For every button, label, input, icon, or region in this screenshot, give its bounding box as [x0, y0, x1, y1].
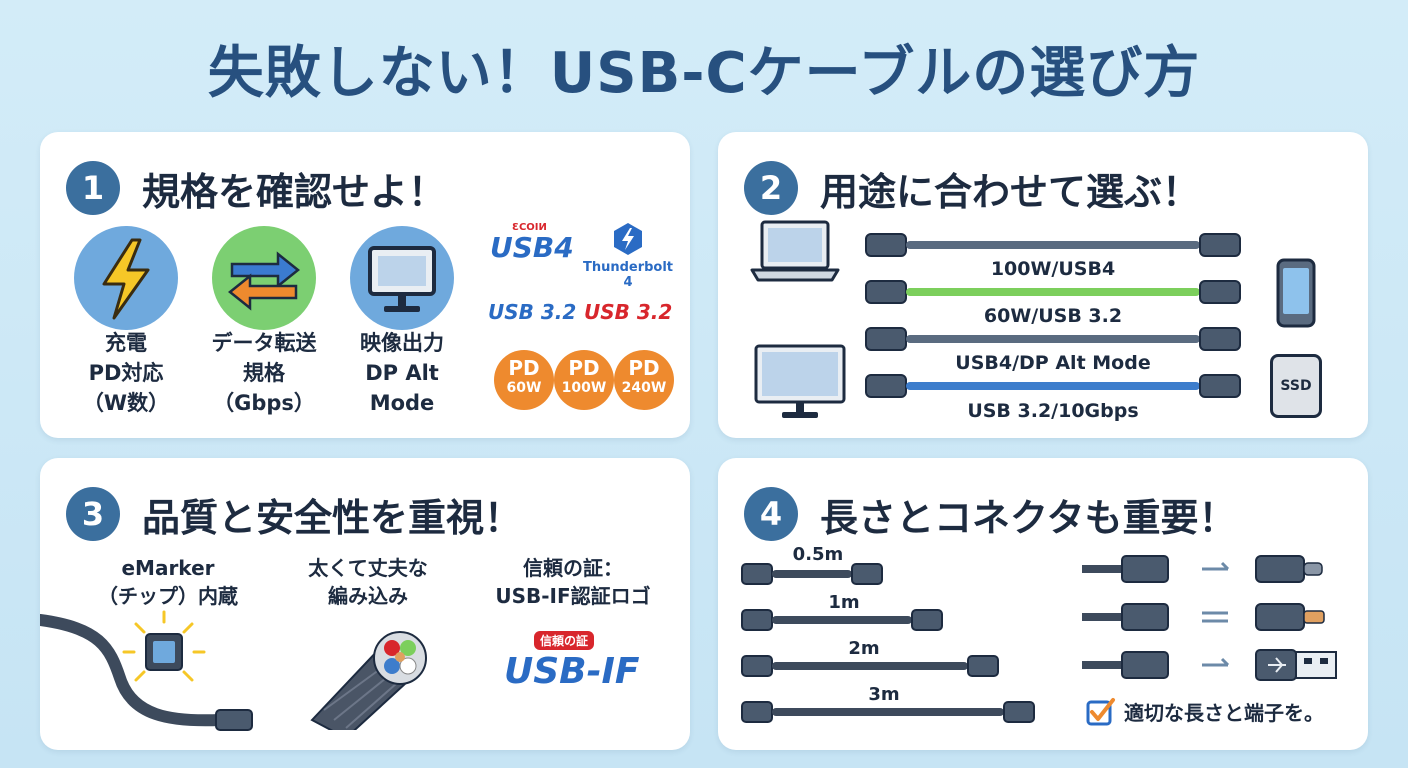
laptop-icon — [750, 220, 840, 282]
braided-cable-illustration — [310, 631, 427, 730]
pd-badge-100w: PD 100W — [554, 350, 614, 410]
video-output-caption: 映像出力 DP Alt Mode — [340, 328, 464, 418]
charging-caption: 充電 PD対応 （W数） — [64, 328, 188, 418]
length-label: 1m — [828, 592, 860, 613]
caption-line: 規格 — [243, 361, 285, 385]
panel-quality: 3 品質と安全性を重視！ eMarker （チップ）内蔵 太くて丈夫な 編み込み… — [40, 458, 690, 750]
length-cables — [741, 563, 1035, 723]
transfer-arrows-icon — [227, 251, 301, 311]
recommendation-text: 適切な長さと端子を。 — [1124, 700, 1324, 725]
cable-label: 60W/USB 3.2 — [983, 305, 1123, 327]
recommendation-note: 適切な長さと端子を。 — [1086, 696, 1324, 726]
caption-line: eMarker — [121, 556, 215, 580]
usb-a-conversion — [1082, 649, 1337, 681]
pd-badge-60w: PD 60W — [494, 350, 554, 410]
section-number-badge: 4 — [744, 487, 798, 541]
cable-label: 100W/USB4 — [990, 258, 1116, 280]
monitor-icon — [754, 344, 846, 418]
charging-item — [74, 226, 178, 330]
usb-if-logo-small-text: 信頼の証 — [534, 631, 595, 650]
pd-badge-watt: 60W — [506, 380, 542, 396]
pd-badge-top: PD — [628, 356, 660, 380]
pd-badge-watt: 240W — [621, 380, 667, 396]
cable-usb4-dp — [865, 327, 1241, 351]
braided-caption: 太くて丈夫な 編み込み — [288, 554, 448, 610]
pd-badge-top: PD — [568, 356, 600, 380]
section-header: 2 用途に合わせて選ぶ！ — [744, 160, 1200, 216]
usb4-logo-text: USB4 — [490, 231, 574, 264]
lightning-conversion — [1082, 603, 1325, 631]
cable-60w-usb32 — [865, 280, 1241, 304]
section-title: 品質と安全性を重視！ — [142, 495, 523, 540]
usbif-caption: 信頼の証： USB-IF認証ロゴ — [476, 554, 670, 610]
cable-label: USB4/DP Alt Mode — [955, 352, 1151, 374]
caption-line: 映像出力 — [360, 331, 444, 355]
usb32-logo-red: USB 3.2 — [584, 300, 673, 324]
pd-badge-240w: PD 240W — [614, 350, 674, 410]
video-output-item — [350, 226, 454, 330]
usb-if-logo-text: USB-IF — [504, 651, 640, 692]
section-title: 長さとコネクタも重要！ — [820, 495, 1237, 540]
usb4-logo: ƐCOIИ USB4 — [490, 222, 574, 263]
section-header: 1 規格を確認せよ！ — [66, 160, 446, 216]
lightning-icon — [102, 238, 150, 320]
length-label: 2m — [848, 638, 880, 659]
emarker-caption: eMarker （チップ）内蔵 — [68, 554, 268, 610]
length-label: 0.5m — [792, 544, 844, 565]
caption-line: （W数） — [82, 391, 170, 415]
usb-c-conversion — [1082, 555, 1323, 583]
phone-icon — [1276, 258, 1316, 328]
section-title: 用途に合わせて選ぶ！ — [820, 169, 1201, 214]
connector-comparisons — [1082, 555, 1337, 681]
section-number-badge: 2 — [744, 161, 798, 215]
thunderbolt-logo: Thunderbolt 4 — [580, 222, 676, 290]
thunderbolt-icon — [614, 223, 642, 255]
caption-line: 太くて丈夫な — [308, 556, 428, 580]
section-number-badge: 1 — [66, 161, 120, 215]
cable-0-5m — [741, 563, 883, 585]
caption-line: 編み込み — [328, 584, 408, 608]
checkbox-check-icon — [1086, 698, 1115, 726]
data-transfer-item — [212, 226, 316, 330]
section-header: 4 長さとコネクタも重要！ — [744, 486, 1236, 542]
caption-line: Mode — [369, 391, 435, 415]
cable-2m — [741, 655, 999, 677]
caption-line: データ転送 — [211, 331, 317, 355]
cable-usb32-10gbps — [865, 374, 1241, 398]
section-title: 規格を確認せよ！ — [142, 169, 447, 214]
cable-3m — [741, 701, 1035, 723]
caption-line: （Gbps） — [213, 391, 315, 415]
cable-100w-usb4 — [865, 233, 1241, 257]
caption-line: PD対応 — [88, 361, 164, 385]
usb4-logo-small-text: ƐCOIИ — [512, 222, 547, 233]
thunderbolt-logo-text: Thunderbolt 4 — [582, 260, 674, 290]
pd-badge-top: PD — [508, 356, 540, 380]
pd-badge-watt: 100W — [561, 380, 607, 396]
panel-length-connectors: 4 長さとコネクタも重要！ 0.5m 1m 2m 3m — [718, 458, 1368, 750]
length-label: 3m — [868, 684, 900, 705]
section-header: 3 品質と安全性を重視！ — [66, 486, 522, 542]
usb-if-logo: 信頼の証 USB-IF — [504, 630, 654, 694]
caption-line: DP Alt — [365, 361, 439, 385]
cable-label: USB 3.2/10Gbps — [967, 400, 1139, 422]
caption-line: USB-IF認証ロゴ — [495, 584, 651, 608]
ssd-icon: SSD — [1270, 354, 1322, 418]
cable-1m — [741, 609, 943, 631]
emarker-chip-illustration — [40, 610, 253, 731]
monitor-icon — [368, 246, 436, 312]
cable-lines — [865, 233, 1241, 398]
section-number-badge: 3 — [66, 487, 120, 541]
caption-line: （チップ）内蔵 — [98, 584, 238, 608]
usb32-logo-blue: USB 3.2 — [488, 300, 577, 324]
data-transfer-caption: データ転送 規格 （Gbps） — [198, 328, 330, 418]
page-title: 失敗しない！USB-Cケーブルの選び方 — [207, 41, 1201, 106]
caption-line: 充電 — [105, 331, 147, 355]
caption-line: 信頼の証： — [523, 556, 623, 580]
chip-icon — [122, 610, 206, 682]
panel-standards: 1 規格を確認せよ！ 充電 PD対応 （W数） データ転送 規格 （Gbps） … — [40, 132, 690, 438]
panel-use-cases: 2 用途に合わせて選ぶ！ SSD — [718, 132, 1368, 438]
